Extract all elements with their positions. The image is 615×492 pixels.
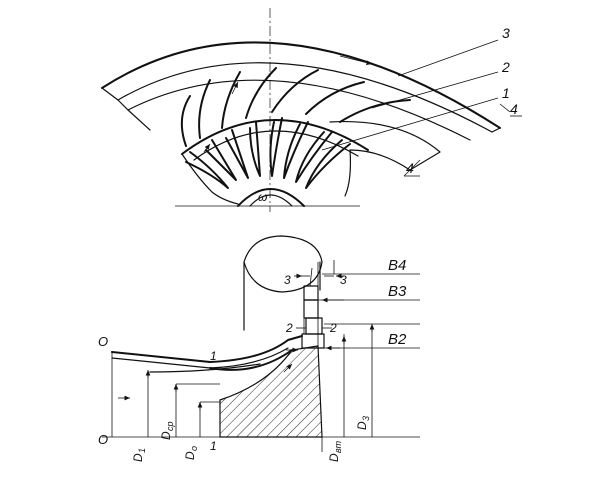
station-b3: B3 [388, 283, 407, 300]
label-4-lower: 4 [406, 160, 414, 176]
mark-2-left: 2 [285, 321, 293, 335]
label-3: 3 [502, 25, 510, 41]
dim-dcp-sub: ср [165, 421, 175, 431]
dim-dvt: D [327, 453, 341, 462]
dim-d0: D [183, 451, 197, 460]
dim-d1: D [131, 453, 145, 462]
impeller-top-view: 3 2 1 4 4 ω [101, 8, 522, 212]
mark-3-left: 3 [284, 273, 291, 287]
mark-1-bottom: 1 [210, 439, 217, 453]
meridional-section: B4 B3 B2 3 3 2 2 1 1 O O D 1 D ср D о D … [98, 235, 420, 462]
label-4-right: 4 [510, 101, 518, 117]
mark-2-right: 2 [329, 321, 337, 335]
mark-1-top: 1 [210, 349, 217, 363]
station-b4: B4 [388, 257, 406, 274]
dim-d3: D [355, 421, 369, 430]
dim-d1-sub: 1 [137, 448, 147, 453]
label-2: 2 [501, 59, 510, 75]
dim-dcp: D [159, 431, 173, 440]
axis-o-bottom: O [98, 432, 108, 447]
label-1: 1 [502, 85, 510, 101]
dim-d3-sub: 3 [361, 416, 371, 421]
dim-d0-sub: о [189, 446, 199, 451]
mark-3-right: 3 [340, 273, 347, 287]
omega-label: ω [258, 190, 267, 204]
dim-dvt-sub: вт [333, 440, 343, 453]
station-b2: B2 [388, 331, 407, 348]
axis-o-top: O [98, 334, 108, 349]
